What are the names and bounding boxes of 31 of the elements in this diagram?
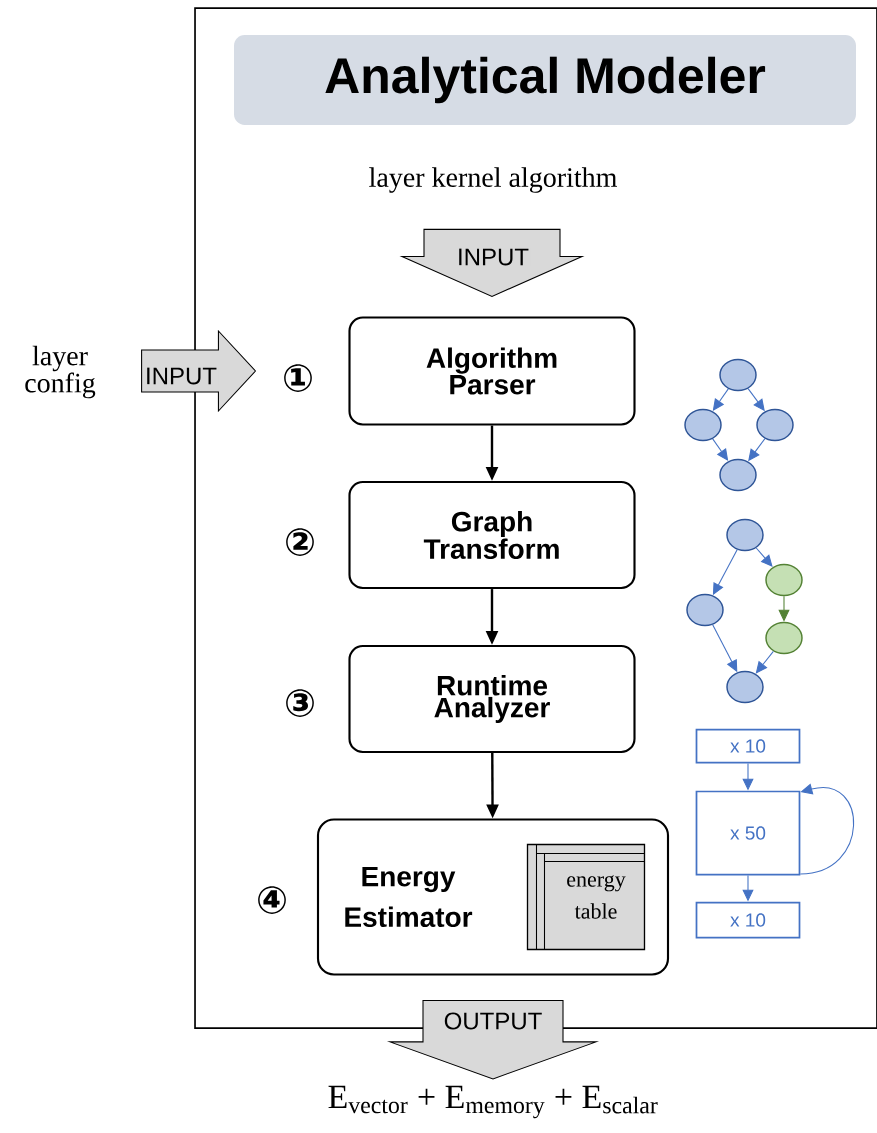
title-banner: Analytical Modeler <box>234 35 856 125</box>
process-box: Algorithm Parser <box>348 316 636 426</box>
input-text: layer config <box>25 345 96 399</box>
graph-node <box>765 563 803 597</box>
step-number: ③ <box>286 689 314 717</box>
step-number: ② <box>286 528 314 556</box>
step-number: ① <box>284 364 312 392</box>
graph-node <box>686 593 724 627</box>
graph-node <box>765 621 803 655</box>
loop-box: x 50 <box>695 790 801 876</box>
process-box: Graph Transform <box>348 480 636 590</box>
graph-node <box>726 670 764 704</box>
loop-box: x 10 <box>695 901 801 939</box>
energy-table: energy table <box>526 843 646 951</box>
output-formula: E$_{vector}$ + E$_{memory}$ + E$_{scalar}$ <box>328 1085 658 1119</box>
loop-box: x 10 <box>695 728 801 764</box>
arrow <box>755 650 774 674</box>
loop-arrow <box>799 783 855 875</box>
graph-node <box>719 358 757 392</box>
arrow <box>755 547 773 567</box>
graph-node <box>726 518 764 552</box>
process-box: Runtime Analyzer <box>348 644 636 754</box>
step-number: ④ <box>258 886 286 914</box>
arrow <box>778 595 790 622</box>
graph-node <box>756 408 794 442</box>
graph-node <box>684 408 722 442</box>
arrow-label: INPUT <box>143 366 219 386</box>
graph-node <box>719 458 757 492</box>
arrow-label: INPUT <box>455 247 531 267</box>
arrow-label: OUTPUT <box>442 1011 544 1031</box>
input-text: layer kernel algorithm <box>369 167 617 193</box>
